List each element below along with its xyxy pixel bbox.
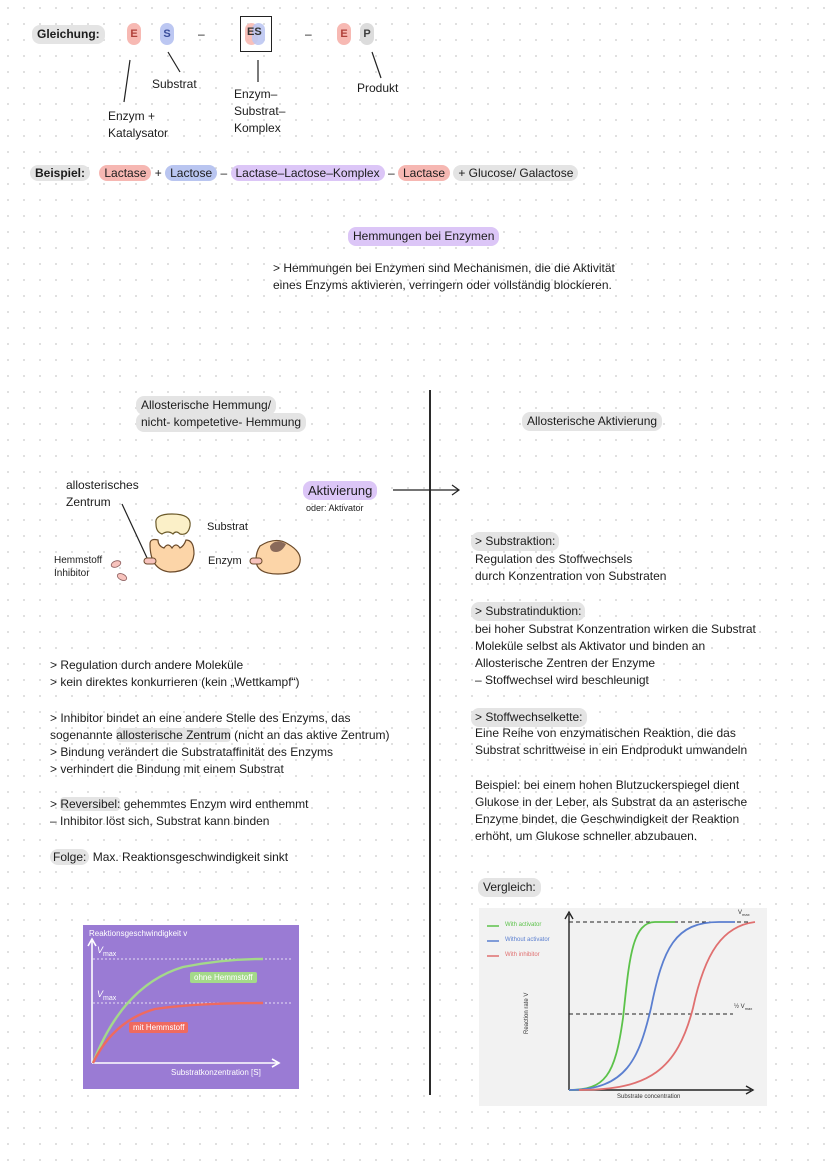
s3-line-1: Eine Reihe von enzymatischen Reaktion, d…	[475, 726, 736, 740]
left-point-2: > kein direktes konkurrieren (kein „Wett…	[50, 675, 300, 689]
legend-with-inhibitor: With inhibitor	[505, 952, 540, 958]
pill-es: ES	[247, 26, 262, 38]
chart-1-label-ohne: ohne Hemmstoff	[190, 972, 257, 983]
label-enzym-2: Katalysator	[108, 126, 169, 140]
s2-line-2: Moleküle selbst als Aktivator und binden…	[475, 639, 706, 653]
chart-1: Reaktionsgeschwindigkeit v Vmax Vmax ohn…	[83, 925, 299, 1089]
hemmungen-title: Hemmungen bei Enzymen	[348, 227, 500, 246]
chart-1-label-mit: mit Hemmstoff	[129, 1022, 189, 1033]
column-divider	[429, 390, 431, 1095]
chart-1-svg	[87, 937, 293, 1068]
beispiel-produkt: + Glucose/ Galactose	[453, 165, 579, 181]
beispiel-lactase: Lactase	[99, 165, 152, 181]
legend-without-activator: Without activator	[505, 937, 550, 943]
eq-dash-1: –	[198, 27, 205, 41]
chart-1-ylabel: Reaktionsgeschwindigkeit v	[89, 929, 188, 938]
legend-with-activator: With activator	[505, 922, 542, 928]
pill-enzym: E	[127, 23, 141, 45]
s3-line-2: Substrat schrittweise in ein Endprodukt …	[475, 743, 748, 757]
curve-ohne-hemmstoff	[91, 957, 264, 1064]
curve-with-inhibitor	[578, 921, 756, 1091]
s2-line-3: Allosterische Zentren der Enzyme	[475, 656, 656, 670]
gleichung-label: Gleichung:	[32, 25, 105, 44]
chart-2-svg	[487, 910, 756, 1095]
pill-substrat: S	[160, 23, 174, 45]
left-title-2: nicht- kompetetive- Hemmung	[136, 413, 307, 432]
diagram-enzym: Enzym	[208, 555, 242, 567]
equation-connector-lines	[123, 51, 382, 103]
pill-enzym-2: E	[337, 23, 351, 45]
right-beispiel-4: erhöht, um Glukose schneller abzubauen.	[475, 829, 698, 843]
s2-line-4: – Stoffwechsel wird beschleunigt	[475, 673, 649, 687]
left-point-4: sogenannte allosterische Zentrum (nicht …	[50, 728, 390, 742]
left-title-1: Allosterische Hemmung/	[136, 396, 277, 415]
reversibel-line-2: – Inhibitor löst sich, Substrat kann bin…	[50, 814, 270, 828]
s1-line-2: durch Konzentration von Substraten	[475, 569, 667, 583]
allosterisches-zentrum-highlight: allosterische Zentrum	[116, 728, 231, 742]
es-box: ES	[240, 16, 272, 52]
curve-mit-hemmstoff	[91, 1001, 264, 1064]
aktivierung-sub: oder: Aktivator	[306, 503, 364, 513]
arrow-right-icon	[393, 484, 461, 496]
reversibel-line: > Reversibel: gehemmtes Enzym wird enthe…	[50, 797, 309, 811]
folge-highlight: Folge:	[50, 849, 90, 865]
label-komplex-3: Komplex	[234, 121, 281, 135]
right-beispiel-2: Glukose in der Leber, als Substrat da an…	[475, 795, 748, 809]
s3-title: > Stoffwechselkette:	[471, 708, 587, 727]
diagram-allosterisch-2: Zentrum	[66, 495, 111, 509]
right-beispiel-3: Enzyme bindet, die Geschwindigkeit der R…	[475, 812, 740, 826]
s1-title: > Substraktion:	[471, 532, 560, 551]
left-point-6: > verhindert die Bindung mit einem Subst…	[50, 762, 284, 776]
chart-1-vmax-2: Vmax	[97, 989, 117, 1002]
right-beispiel-1: Beispiel: bei einem hohen Blutzuckerspie…	[475, 778, 740, 792]
beispiel-komplex: Lactase–Lactose–Komplex	[230, 165, 385, 181]
beispiel-label: Beispiel:	[30, 165, 91, 181]
diagram-hemmstoff-1: Hemmstoff	[54, 555, 103, 566]
label-produkt: Produkt	[357, 81, 399, 95]
pill-produkt: P	[360, 23, 374, 45]
vergleich-label: Vergleich:	[478, 878, 541, 897]
chart-1-xlabel: Substratkonzentration [S]	[171, 1068, 261, 1077]
folge-line: Folge: Max. Reaktionsgeschwindigkeit sin…	[50, 849, 288, 866]
aktivierung-label: Aktivierung	[303, 481, 378, 500]
s2-line-1: bei hoher Substrat Konzentration wirken …	[475, 622, 756, 636]
label-substrat: Substrat	[152, 77, 197, 91]
curve-with-activator	[568, 921, 675, 1091]
chart-2-half-vmax: ½ Vmax	[734, 1004, 753, 1012]
left-point-1: > Regulation durch andere Moleküle	[50, 658, 244, 672]
label-komplex-2: Substrat–	[234, 104, 286, 118]
beispiel-lactose: Lactose	[165, 165, 218, 181]
diagram-substrat: Substrat	[207, 521, 248, 533]
beispiel-plus: +	[154, 166, 162, 180]
chart-1-vmax: Vmax	[97, 945, 117, 958]
right-title: Allosterische Aktivierung	[522, 412, 663, 431]
s2-title: > Substratinduktion:	[471, 602, 586, 621]
s1-line-1: Regulation des Stoffwechsels	[475, 552, 633, 566]
beispiel-lactase-2: Lactase	[397, 165, 450, 181]
left-point-3: > Inhibitor bindet an eine andere Stelle…	[50, 711, 351, 725]
chart-2-xlabel: Substrate concentration	[617, 1094, 681, 1100]
beispiel-dash-2: –	[387, 166, 395, 180]
eq-dash-2: –	[305, 27, 312, 41]
label-enzym-1: Enzym +	[108, 109, 156, 123]
diagram-allosterisch-1: allosterisches	[66, 478, 139, 492]
left-point-5: > Bindung verändert die Substrataffinitä…	[50, 745, 333, 759]
beispiel-line: Beispiel: Lactase + Lactose – Lactase–La…	[30, 165, 579, 181]
hemmungen-line-1: > Hemmungen bei Enzymen sind Mechanismen…	[273, 261, 615, 275]
curve-without-activator	[568, 921, 735, 1091]
beispiel-dash-1: –	[220, 166, 228, 180]
chart-2: With activator Without activator With in…	[479, 908, 767, 1106]
label-komplex-1: Enzym–	[234, 87, 278, 101]
enzyme-diagram	[110, 503, 301, 581]
reversibel-highlight: Reversibel:	[60, 797, 121, 811]
diagram-hemmstoff-2: Inhibitor	[54, 568, 90, 579]
chart-2-vmax: Vmax	[738, 910, 750, 918]
hemmungen-line-2: eines Enzyms aktivieren, verringern oder…	[273, 278, 612, 292]
chart-2-ylabel: Reaction rate V	[524, 992, 530, 1034]
